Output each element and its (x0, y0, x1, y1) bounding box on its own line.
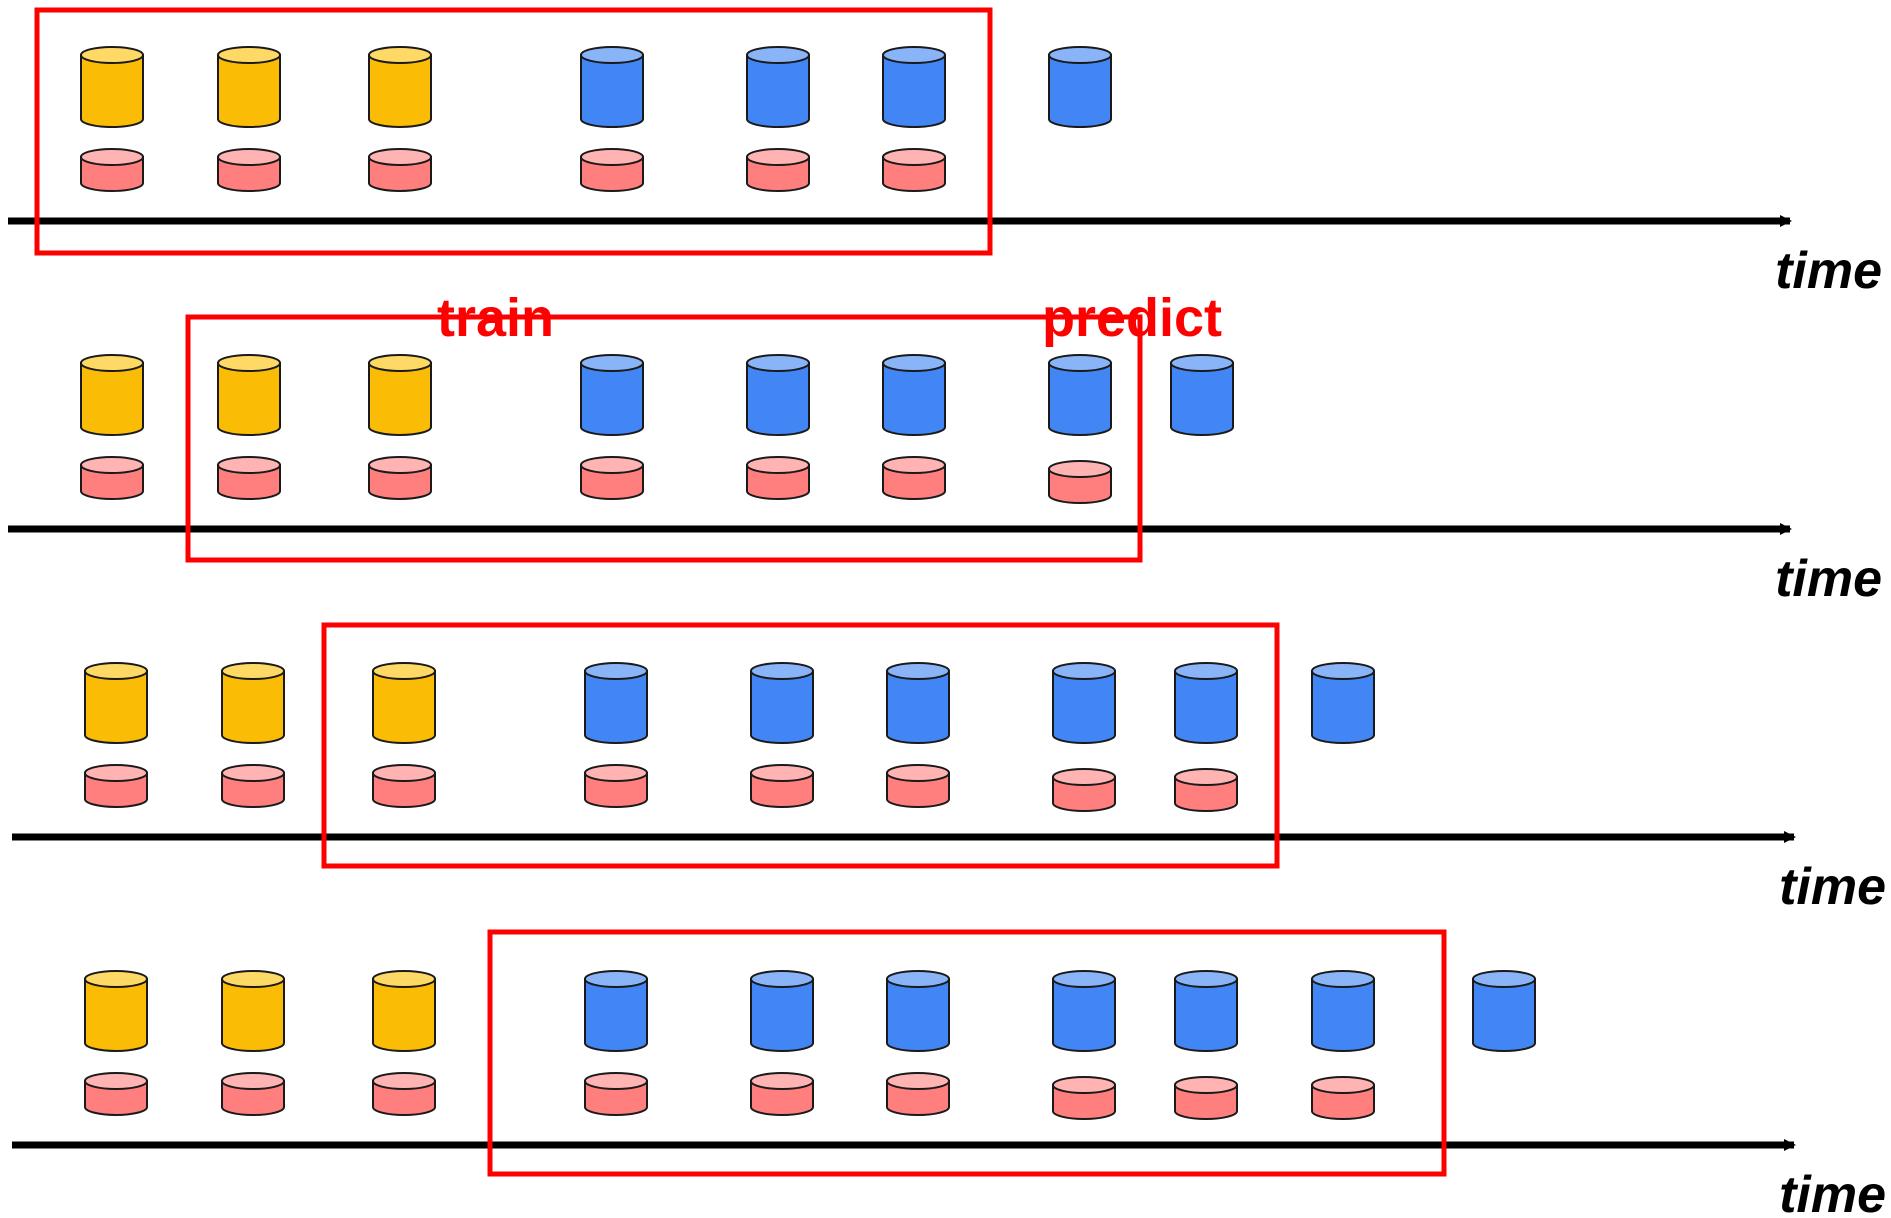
yellow-cylinder (80, 354, 144, 436)
pink-cylinder (221, 1072, 285, 1116)
blue-cylinder (1048, 354, 1112, 436)
blue-cylinder (882, 46, 946, 128)
pink-cylinder (750, 764, 814, 808)
yellow-cylinder (368, 354, 432, 436)
pink-cylinder (882, 456, 946, 500)
yellow-cylinder (217, 46, 281, 128)
pink-cylinder (1052, 768, 1116, 812)
pink-cylinder (580, 148, 644, 192)
yellow-cylinder (217, 354, 281, 436)
blue-cylinder (580, 354, 644, 436)
pink-cylinder (372, 764, 436, 808)
sliding-window-box (487, 929, 1447, 1177)
yellow-cylinder (368, 46, 432, 128)
yellow-cylinder (80, 46, 144, 128)
pink-cylinder (217, 148, 281, 192)
pink-cylinder (1311, 1076, 1375, 1120)
pink-cylinder (886, 1072, 950, 1116)
blue-cylinder (1472, 970, 1536, 1052)
blue-cylinder (1048, 46, 1112, 128)
pink-cylinder (580, 456, 644, 500)
blue-cylinder (1052, 662, 1116, 744)
blue-cylinder (1311, 970, 1375, 1052)
pink-cylinder (746, 148, 810, 192)
pink-cylinder (882, 148, 946, 192)
sliding-window-box (321, 622, 1280, 869)
blue-cylinder (1311, 662, 1375, 744)
pink-cylinder (584, 1072, 648, 1116)
blue-cylinder (1052, 970, 1116, 1052)
blue-cylinder (584, 970, 648, 1052)
pink-cylinder (80, 148, 144, 192)
pink-cylinder (368, 148, 432, 192)
timeline-row-1: time (8, 7, 1882, 300)
predict-label: predict (1042, 288, 1222, 348)
pink-cylinder (1052, 1076, 1116, 1120)
pink-cylinder (84, 764, 148, 808)
sliding-window-box (34, 7, 993, 256)
pink-cylinder (1174, 768, 1238, 812)
pink-cylinder (1048, 460, 1112, 504)
yellow-cylinder (372, 662, 436, 744)
blue-cylinder (580, 46, 644, 128)
time-label: time (1775, 550, 1882, 608)
pink-cylinder (217, 456, 281, 500)
pink-cylinder (886, 764, 950, 808)
yellow-cylinder (221, 970, 285, 1052)
time-label: time (1779, 1166, 1886, 1218)
time-label: time (1779, 858, 1886, 916)
pink-cylinder (1174, 1076, 1238, 1120)
blue-cylinder (882, 354, 946, 436)
yellow-cylinder (84, 970, 148, 1052)
pink-cylinder (84, 1072, 148, 1116)
yellow-cylinder (84, 662, 148, 744)
blue-cylinder (584, 662, 648, 744)
blue-cylinder (1174, 662, 1238, 744)
blue-cylinder (1170, 354, 1234, 436)
blue-cylinder (750, 970, 814, 1052)
time-label: time (1775, 242, 1882, 300)
pink-cylinder (372, 1072, 436, 1116)
blue-cylinder (886, 662, 950, 744)
pink-cylinder (750, 1072, 814, 1116)
pink-cylinder (368, 456, 432, 500)
sliding-window-box (185, 314, 1143, 563)
train-label: train (437, 288, 554, 348)
pink-cylinder (584, 764, 648, 808)
timeline-row-3: time (12, 622, 1886, 916)
pink-cylinder (746, 456, 810, 500)
rows-layer: time time time time (8, 7, 1886, 1218)
blue-cylinder (750, 662, 814, 744)
blue-cylinder (886, 970, 950, 1052)
yellow-cylinder (372, 970, 436, 1052)
blue-cylinder (746, 354, 810, 436)
blue-cylinder (746, 46, 810, 128)
pink-cylinder (80, 456, 144, 500)
pink-cylinder (221, 764, 285, 808)
blue-cylinder (1174, 970, 1238, 1052)
yellow-cylinder (221, 662, 285, 744)
timeline-row-2: time (8, 314, 1882, 608)
timeline-row-4: time (12, 929, 1886, 1218)
